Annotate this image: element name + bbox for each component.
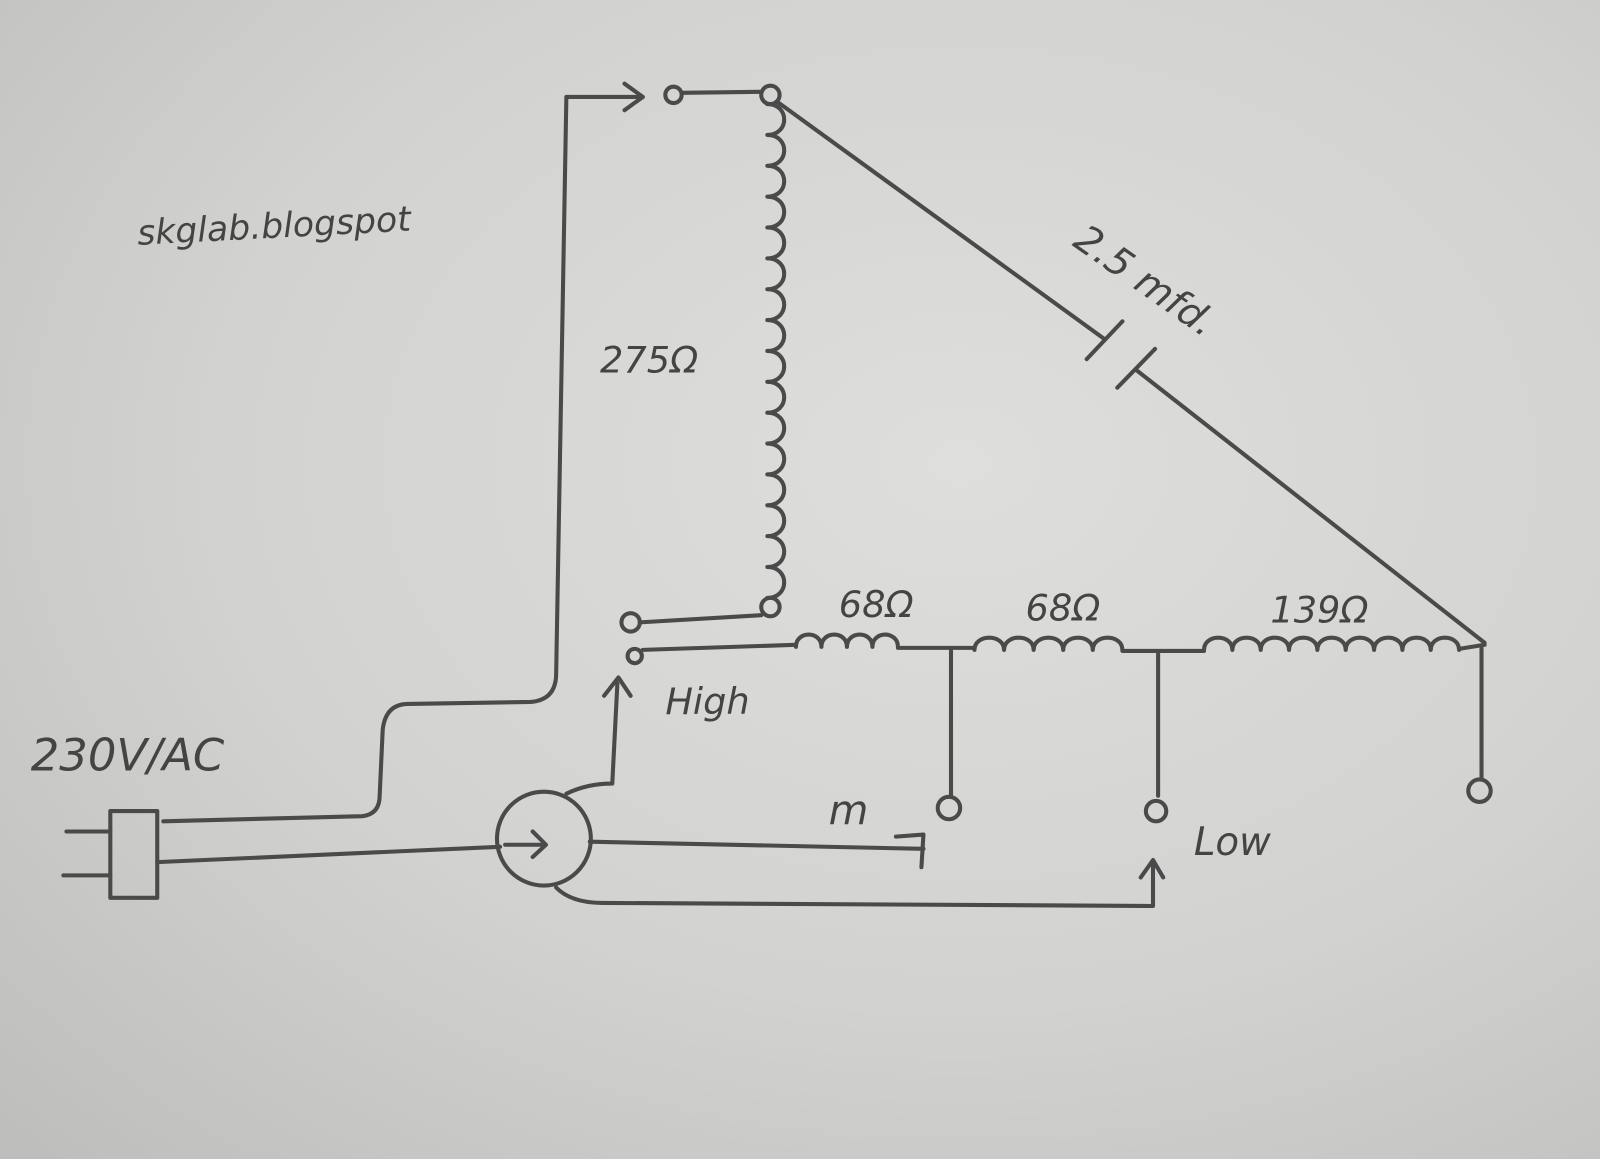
label-low: Low [1194, 820, 1271, 865]
coil-68-1 [793, 632, 900, 649]
resistance-139: 139Ω [1270, 588, 1368, 631]
coil-68-2 [972, 635, 1125, 652]
supply-wire-live [161, 94, 643, 824]
switch-arrow [503, 829, 548, 860]
wire [1134, 368, 1487, 645]
label-high: High [665, 680, 749, 723]
arrow-head [622, 81, 645, 113]
terminal-end [1466, 777, 1493, 804]
terminal-low [1143, 798, 1169, 824]
supply-wire-neutral [155, 844, 503, 865]
terminal-medium [935, 794, 963, 822]
wire-to-high [564, 681, 620, 796]
capacitor-plate [1115, 346, 1158, 390]
resistance-68-1: 68Ω [839, 583, 914, 626]
wire [640, 642, 798, 652]
speed-switch-icon [494, 789, 593, 888]
arrow-high [602, 675, 633, 698]
watermark-text: skglab.blogspot [136, 199, 413, 253]
plug-icon [108, 809, 160, 900]
wire [775, 99, 1107, 341]
wire-to-low [554, 858, 1166, 909]
coil-139 [1201, 635, 1462, 652]
wire [679, 89, 763, 95]
wire [1457, 642, 1487, 651]
wire-to-medium [587, 832, 926, 870]
capacitor-plate [1084, 319, 1125, 362]
terminal-top [663, 84, 684, 106]
terminal-high [625, 646, 644, 666]
label-medium: m [829, 786, 869, 834]
resistance-68-2: 68Ω [1025, 586, 1100, 629]
supply-label: 230V/AC [31, 728, 225, 781]
resistance-275: 275Ω [600, 338, 698, 381]
terminal-left [619, 611, 642, 634]
starting-winding-coil [765, 102, 787, 600]
terminal-node [759, 595, 782, 619]
wire [637, 613, 764, 625]
